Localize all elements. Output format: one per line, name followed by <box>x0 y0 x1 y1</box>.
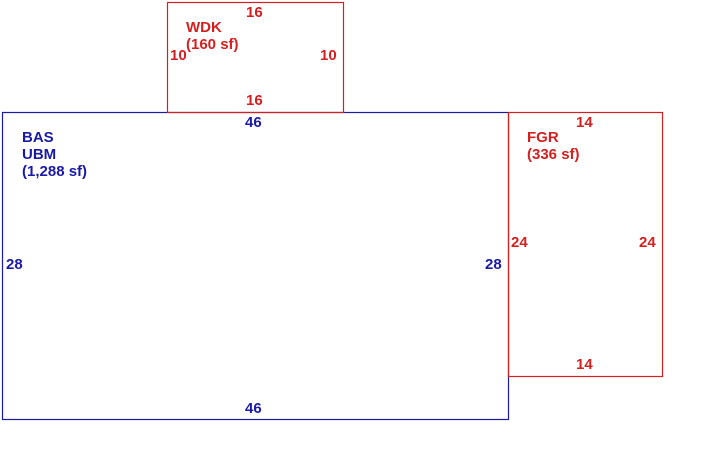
bas-bottom-dimension: 46 <box>245 400 262 417</box>
fgr-code: FGR <box>527 129 559 146</box>
fgr-area: (336 sf) <box>527 146 580 163</box>
bas-area-label: BAS UBM (1,288 sf) <box>22 129 87 180</box>
wdk-top-dimension: 16 <box>246 4 263 21</box>
fgr-left-dimension: 24 <box>511 234 528 251</box>
fgr-top-dimension: 14 <box>576 114 593 131</box>
wdk-outline <box>166 1 345 114</box>
wdk-area-label: WDK (160 sf) <box>186 19 239 53</box>
wdk-left-dimension: 10 <box>170 47 187 64</box>
bas-top-dimension: 46 <box>245 114 262 131</box>
wdk-code: WDK <box>186 19 222 36</box>
fgr-outline <box>507 111 664 378</box>
bas-sub-code: UBM <box>22 146 57 163</box>
bas-right-dimension: 28 <box>485 256 502 273</box>
fgr-area-label: FGR (336 sf) <box>527 129 580 163</box>
bas-code: BAS <box>22 129 54 146</box>
bas-area: (1,288 sf) <box>22 163 88 180</box>
fgr-right-dimension: 24 <box>639 234 656 251</box>
wdk-area: (160 sf) <box>186 36 239 53</box>
wdk-right-dimension: 10 <box>320 47 337 64</box>
bas-left-dimension: 28 <box>6 256 23 273</box>
wdk-bottom-dimension: 16 <box>246 92 263 109</box>
fgr-bottom-dimension: 14 <box>576 356 593 373</box>
